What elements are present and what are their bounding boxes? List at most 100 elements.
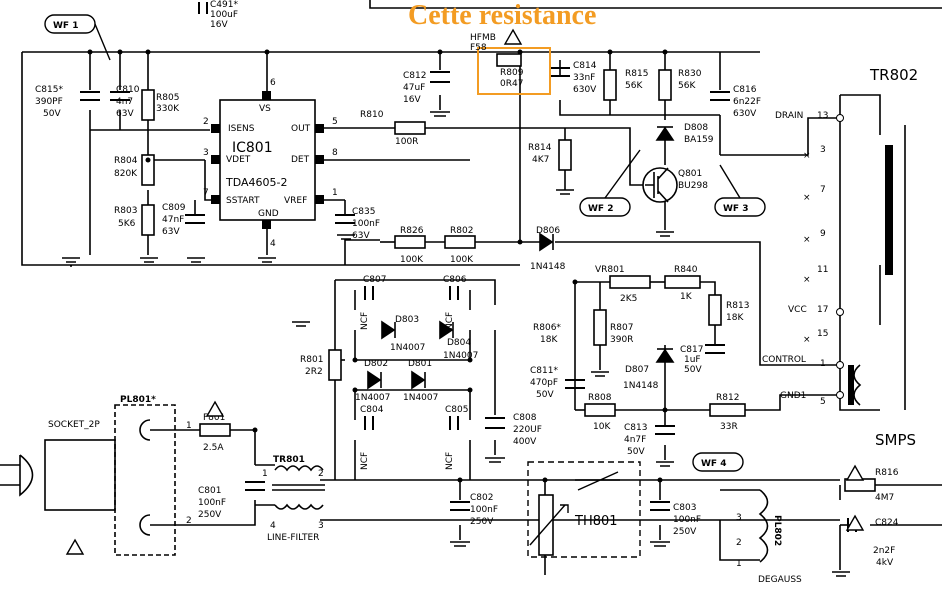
label-parts-c801-2: 250V — [198, 510, 222, 520]
pin-det: DET — [291, 155, 310, 165]
label-parts-c824-1: 2n2F — [873, 546, 895, 556]
label-parts-r830-1: 56K — [678, 81, 696, 91]
r809-body — [496, 53, 522, 67]
label-parts-r840-1: 1K — [680, 292, 693, 302]
label-parts-q801-1: BU298 — [678, 181, 708, 191]
label-parts-c801-1: 100nF — [198, 498, 226, 508]
label-parts-d806-1: 1N4148 — [530, 262, 566, 272]
label-parts-c812-2: 16V — [403, 95, 421, 105]
label-parts-d802-0: D802 — [364, 359, 388, 369]
label-parts-c803-1: 100nF — [673, 515, 701, 525]
vcc-label: VCC — [788, 305, 807, 315]
nc-mark-3: × — [803, 151, 811, 161]
label-parts-c816-0: C816 — [733, 85, 757, 95]
label-parts-c812-0: C812 — [403, 71, 426, 81]
label-parts-c816-2: 630V — [733, 109, 757, 119]
warning-icon — [845, 464, 865, 481]
label-parts-r814-0: R814 — [528, 143, 552, 153]
label-parts-c814-1: 33nF — [573, 73, 595, 83]
pin-vdet: VDET — [226, 155, 251, 165]
label-parts-c802-2: 250V — [470, 517, 494, 527]
ic801: ISENS VDET SSTART VS OUT DET VREF GND IC… — [203, 78, 338, 249]
label-parts-c815-2: 50V — [43, 109, 61, 119]
component-labels: C491* 100uF 16V C815* 390PF 50V C810 4n7… — [35, 0, 899, 585]
label-parts-r815-0: R815 — [625, 69, 648, 79]
label-parts-c491-0: C491* — [210, 0, 238, 10]
label-misc-p2: 2 — [318, 469, 324, 479]
label-parts-d807-0: D807 — [625, 365, 649, 375]
smps-label: SMPS — [875, 431, 916, 449]
wf-tags — [44, 14, 766, 472]
label-parts-c810-1: 4n7 — [116, 97, 133, 107]
label-parts-c816-1: 6n22F — [733, 97, 761, 107]
label-parts-r816-0: R816 — [875, 468, 899, 478]
label-misc-p3: 3 — [736, 513, 742, 523]
label-parts-r810-1: 100R — [395, 137, 418, 147]
label-parts-r808-0: R808 — [588, 393, 612, 403]
label-parts-tr801-0: TR801 — [273, 455, 305, 465]
label-parts-c808-0: C808 — [513, 413, 537, 423]
label-parts-r840-0: R840 — [674, 265, 698, 275]
r814-body — [558, 139, 572, 171]
label-parts-c824-0: C824 — [875, 518, 899, 528]
f801-body — [199, 423, 231, 437]
label-parts-r812-0: R812 — [716, 393, 739, 403]
highlight-box — [477, 47, 551, 95]
label-parts-c813-2: 50V — [627, 447, 645, 457]
vr801-body — [609, 275, 651, 289]
label-parts-r805-1: 330K — [156, 104, 180, 114]
warning-icon — [65, 538, 85, 555]
label-parts-c804-0: C804 — [360, 405, 384, 415]
pin-11: 11 — [817, 265, 828, 275]
label-parts-r809-1: 0R47 — [500, 79, 523, 89]
label-parts-c815-1: 390PF — [35, 97, 63, 107]
wf3-tag: WF 3 — [723, 204, 748, 214]
ic-pin-7: 7 — [203, 188, 209, 198]
label-parts-c807-0: C807 — [363, 275, 386, 285]
label-parts-d802-1: 1N4007 — [355, 393, 390, 403]
pin-13: 13 — [817, 111, 828, 121]
label-misc-p3: 3 — [318, 521, 324, 531]
label-parts-c808-1: 220UF — [513, 425, 542, 435]
label-parts-d803-0: D803 — [395, 315, 419, 325]
pin-3: 3 — [820, 145, 826, 155]
label-parts-d807-1: 1N4148 — [623, 381, 659, 391]
r807-body — [593, 309, 607, 346]
label-parts-c817-2: 50V — [684, 365, 702, 375]
r802-body — [444, 235, 476, 249]
pin-isens: ISENS — [228, 124, 255, 134]
label-parts-r826-1: 100K — [400, 255, 424, 265]
transformer-tr802: TR802 SMPS DRAIN VCC CONTROL GND1 13 3 7… — [762, 66, 918, 449]
label-parts-c811-2: 50V — [536, 390, 554, 400]
label-parts-c809-1: 47nF — [162, 215, 184, 225]
label-misc-p2: 2 — [736, 538, 742, 548]
pin-sstart: SSTART — [226, 196, 260, 206]
label-parts-c801-0: C801 — [198, 486, 221, 496]
label-parts-c802-0: C802 — [470, 493, 493, 503]
tr802-label: TR802 — [869, 66, 918, 84]
nc-mark-11: × — [803, 275, 811, 285]
label-parts-vr801-0: VR801 — [595, 265, 625, 275]
label-parts-r806-0: R806* — [533, 323, 561, 333]
label-parts-d801-1: 1N4007 — [403, 393, 438, 403]
label-parts-c814-2: 630V — [573, 85, 597, 95]
label-parts-c812-1: 47uF — [403, 83, 425, 93]
label-parts-c813-1: 4n7F — [624, 435, 646, 445]
label-parts-f801-1: 2.5A — [203, 443, 224, 453]
pin-15: 15 — [817, 329, 828, 339]
label-parts-c824-2: 4kV — [876, 558, 894, 568]
r804-body — [141, 154, 155, 186]
label-parts-d804-0: D804 — [447, 338, 471, 348]
r801-body — [328, 349, 342, 381]
ic-part: TDA4605-2 — [225, 176, 287, 189]
wf4-tag: WF 4 — [701, 459, 726, 469]
resistors — [141, 53, 876, 556]
nc-mark-15: × — [803, 335, 811, 345]
r815-body — [603, 69, 617, 101]
label-parts-c810-2: 63V — [116, 109, 134, 119]
label-parts-tr801-1: LINE-FILTER — [267, 533, 319, 543]
r810-body — [394, 121, 426, 135]
diodes — [367, 126, 675, 390]
drain-label: DRAIN — [775, 111, 803, 121]
label-parts-r807-1: 390R — [610, 335, 633, 345]
